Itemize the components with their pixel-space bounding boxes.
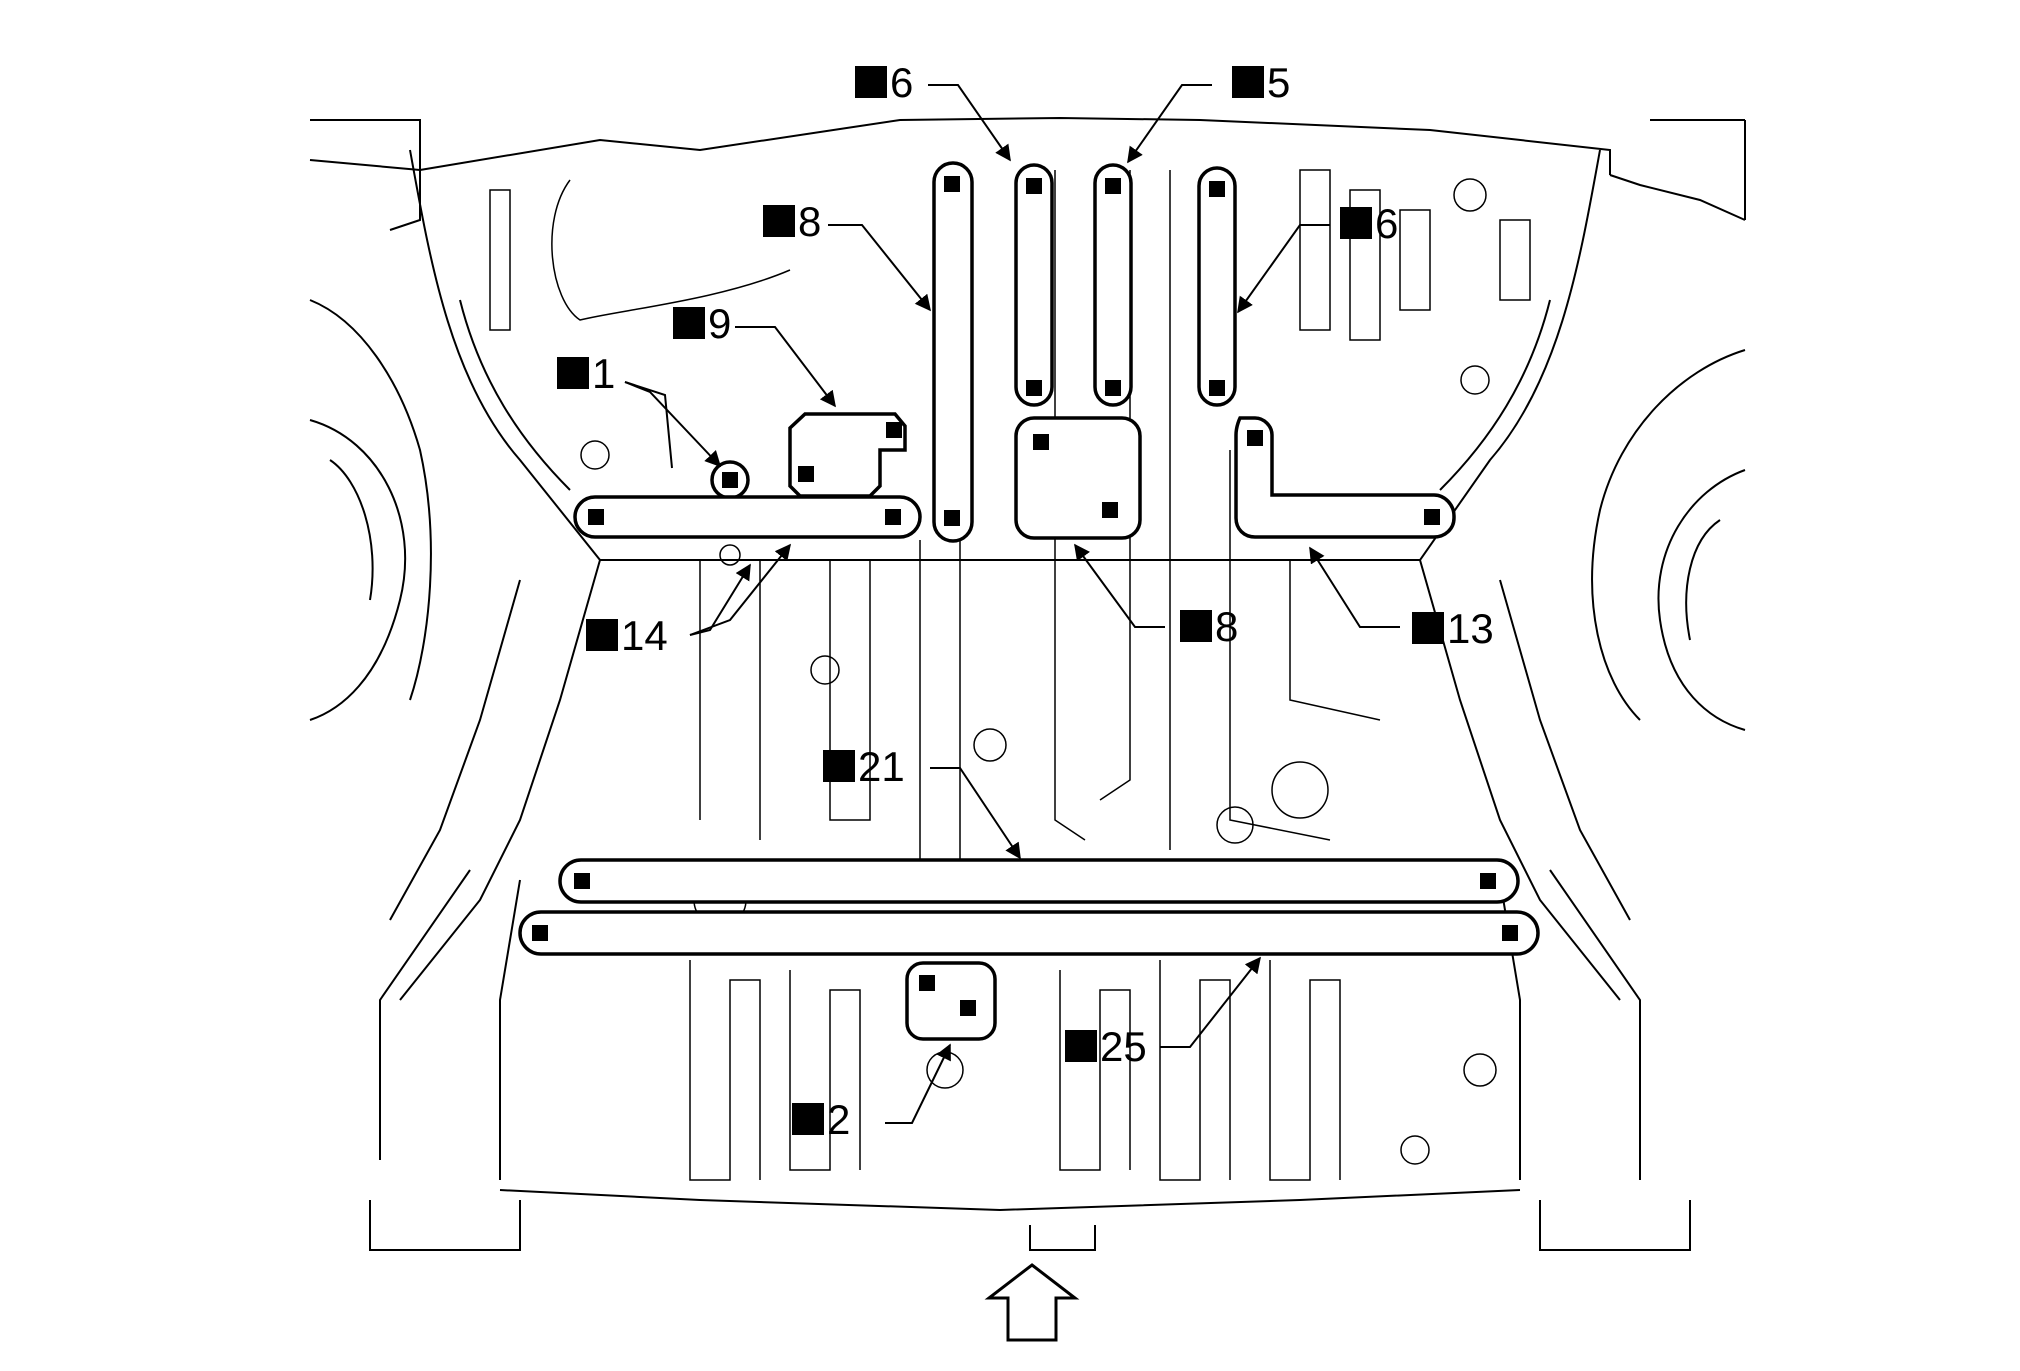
svg-text:1: 1 <box>592 350 615 397</box>
strip-vertical-6 <box>1014 163 1054 407</box>
strip-21 <box>558 858 1520 904</box>
pad-13 <box>1234 416 1456 539</box>
svg-text:21: 21 <box>858 743 905 790</box>
strip-25 <box>518 910 1540 956</box>
callout-14: 14 <box>586 612 668 659</box>
callout-21: 21 <box>823 743 905 790</box>
pad-strips <box>518 161 1540 1041</box>
svg-text:8: 8 <box>1215 603 1238 650</box>
svg-text:14: 14 <box>621 612 668 659</box>
callout-6-right: 6 <box>1340 200 1398 247</box>
strip-14 <box>573 495 922 539</box>
callout-25: 25 <box>1065 1023 1147 1070</box>
callout-5: 5 <box>1232 59 1290 106</box>
callout-13: 13 <box>1412 605 1494 652</box>
callout-2: 2 <box>792 1096 850 1143</box>
arrow-up-icon <box>984 1263 1080 1342</box>
callout-8-top: 8 <box>763 198 821 245</box>
pad-2 <box>905 961 997 1041</box>
callout-9: 9 <box>673 300 731 347</box>
svg-text:8: 8 <box>798 198 821 245</box>
svg-text:13: 13 <box>1447 605 1494 652</box>
svg-text:9: 9 <box>708 300 731 347</box>
svg-text:2: 2 <box>827 1096 850 1143</box>
strip-vertical-left <box>932 161 974 543</box>
svg-text:5: 5 <box>1267 59 1290 106</box>
strip-vertical-5 <box>1093 163 1133 407</box>
callout-6-top: 6 <box>855 59 913 106</box>
svg-text:6: 6 <box>1375 200 1398 247</box>
strip-vertical-6-right <box>1197 166 1237 407</box>
callout-1: 1 <box>557 350 615 397</box>
leader-lines <box>624 84 1400 1124</box>
svg-text:6: 6 <box>890 59 913 106</box>
pad-markers <box>532 176 1518 1016</box>
callout-8-center: 8 <box>1180 603 1238 650</box>
svg-text:25: 25 <box>1100 1023 1147 1070</box>
